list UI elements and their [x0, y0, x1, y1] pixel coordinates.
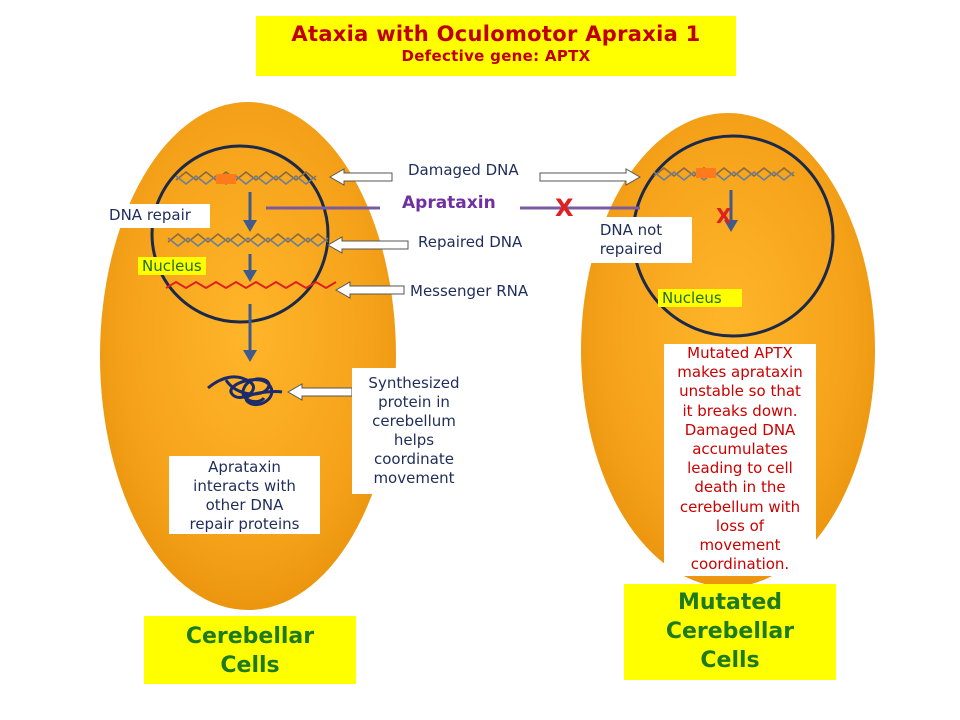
page-subtitle: Defective gene: APTX — [401, 47, 591, 65]
label-aprataxin: Aprataxin — [402, 193, 496, 213]
left-nucleus-circle — [150, 144, 330, 324]
synthesized-protein-tangle — [207, 375, 283, 407]
label-mutated-aptx-explanation: Mutated APTX makes aprataxin unstable so… — [664, 344, 816, 576]
broken-link-x-mark: X — [555, 194, 574, 222]
label-nucleus-left: Nucleus — [138, 257, 206, 275]
label-synthesized-protein: Synthesized protein in cerebellum helps … — [352, 368, 476, 494]
label-nucleus-right: Nucleus — [658, 289, 742, 307]
label-damaged-dna: Damaged DNA — [408, 161, 519, 179]
label-aprataxin-interacts: Aprataxin interacts with other DNA repai… — [169, 456, 320, 534]
label-dna-not-repaired: DNA not repaired — [570, 217, 692, 263]
right-flow-arrow — [724, 190, 738, 232]
caption-mutated-cerebellar-cells: Mutated Cerebellar Cells — [624, 584, 836, 680]
label-dna-repair: DNA repair — [90, 204, 210, 228]
left-damage-spot — [216, 174, 236, 184]
label-repaired-dna: Repaired DNA — [418, 233, 523, 251]
left-messenger-rna — [165, 280, 337, 290]
title-banner: Ataxia with Oculomotor Apraxia 1 Defecti… — [256, 16, 736, 76]
left-repaired-dna — [167, 232, 329, 248]
label-pointer-arrows — [286, 168, 642, 401]
right-damaged-dna — [653, 166, 795, 182]
left-damaged-dna — [175, 170, 317, 186]
label-messenger-rna: Messenger RNA — [410, 282, 529, 300]
right-block-x-mark: X — [716, 204, 732, 228]
caption-cerebellar-cells: Cerebellar Cells — [144, 616, 356, 684]
right-damage-spot — [696, 168, 716, 178]
left-flow-arrows — [243, 192, 257, 362]
page-title: Ataxia with Oculomotor Apraxia 1 — [291, 22, 701, 46]
